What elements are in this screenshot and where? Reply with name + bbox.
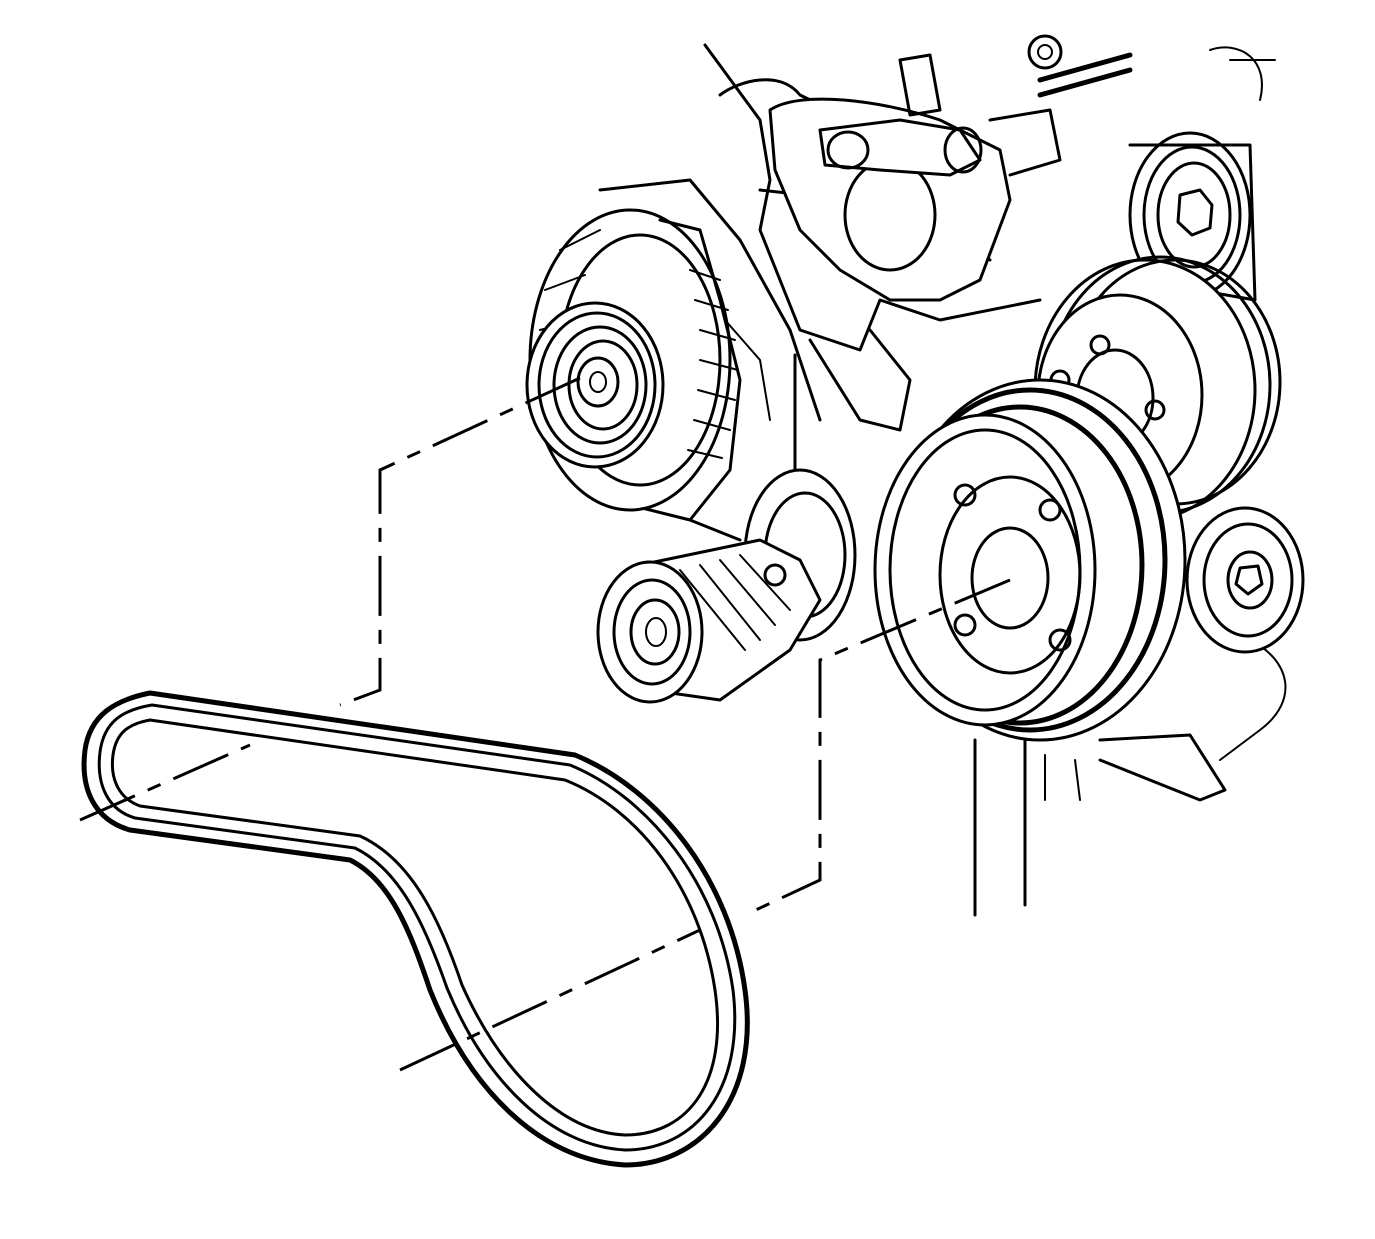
alignment-center-lines: [79, 376, 1011, 1072]
idler-pulley: [1185, 506, 1305, 654]
crankshaft-balancer: [873, 378, 1187, 742]
serpentine-belt: [81, 690, 750, 1168]
thermostat-housing: [768, 34, 1133, 302]
belt-tensioner: [596, 468, 857, 704]
alternator-pulley: [525, 301, 665, 469]
